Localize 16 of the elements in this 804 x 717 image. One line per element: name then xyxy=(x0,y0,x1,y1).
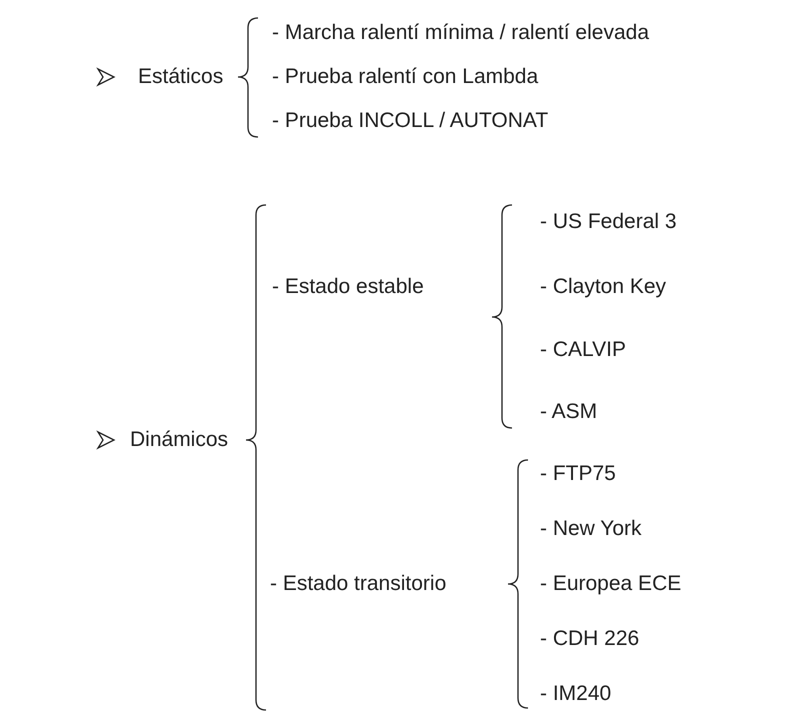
list-item-text: Dinámicos xyxy=(130,428,228,452)
list-item-text: - Estado estable xyxy=(272,275,424,299)
list-item-text: - CDH 226 xyxy=(540,627,640,651)
list-item-text: - Prueba ralentí con Lambda xyxy=(272,65,538,89)
list-item-text: - New York xyxy=(540,517,642,541)
list-item-text: - Marcha ralentí mínima / ralentí elevada xyxy=(272,21,649,45)
list-item-text: - US Federal 3 xyxy=(540,210,677,234)
list-item-text: - Prueba INCOLL / AUTONAT xyxy=(272,109,548,133)
list-item-text: - CALVIP xyxy=(540,338,626,362)
list-item-text: - IM240 xyxy=(540,682,612,706)
list-item-text: - Europea ECE xyxy=(540,572,682,596)
list-item-text: Estáticos xyxy=(138,65,224,89)
list-item-text: - Estado transitorio xyxy=(270,572,446,596)
list-item-text: - FTP75 xyxy=(540,462,616,486)
list-item-text: - ASM xyxy=(540,400,598,424)
list-item-text: - Clayton Key xyxy=(540,275,666,299)
